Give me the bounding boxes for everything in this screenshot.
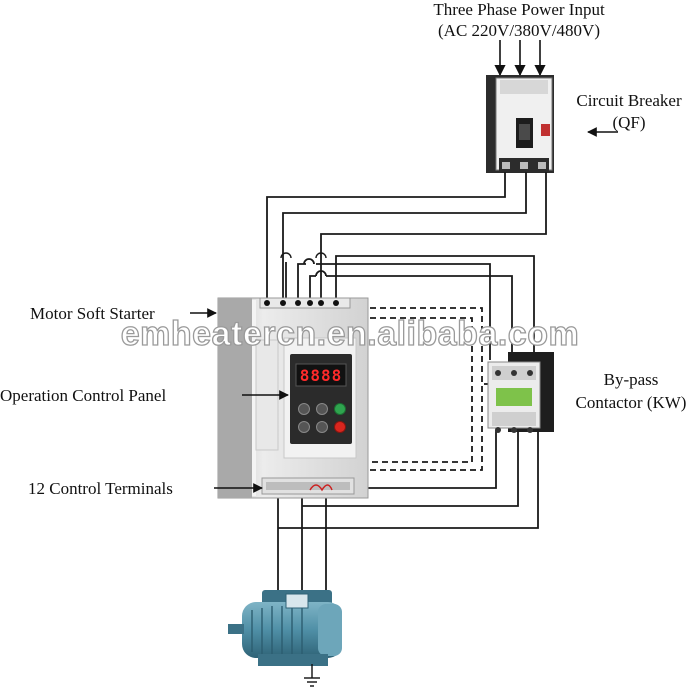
bypass-contactor-label: Contactor (KW) xyxy=(576,393,687,412)
power-input-title: Three Phase Power Input xyxy=(433,0,605,19)
panel-button-1 xyxy=(298,403,310,415)
motor-soft-starter: 8888 xyxy=(217,297,369,499)
stop-button xyxy=(334,421,346,433)
power-input-arrows xyxy=(494,40,546,77)
ground-symbol xyxy=(304,664,320,687)
bypass-label: By-pass xyxy=(604,370,659,389)
power-input-voltage: (AC 220V/380V/480V) xyxy=(438,21,600,40)
display-readout: 8888 xyxy=(300,366,343,385)
label-arrows xyxy=(190,308,289,493)
run-button xyxy=(334,403,346,415)
input-terminals xyxy=(259,297,351,309)
control-terminal-strip xyxy=(261,477,355,495)
power-wires xyxy=(266,172,547,600)
circuit-breaker xyxy=(486,75,554,173)
breaker-label: Circuit Breaker xyxy=(576,91,682,110)
control-panel-label: Operation Control Panel xyxy=(0,386,166,405)
panel-button-2 xyxy=(316,403,328,415)
watermark: emheatercn.en.alibaba.com xyxy=(121,315,579,353)
control-terminals-label: 12 Control Terminals xyxy=(28,479,173,498)
panel-button-3 xyxy=(298,421,310,433)
breaker-code: (QF) xyxy=(612,113,645,132)
motor xyxy=(228,590,342,666)
operation-control-panel: 8888 xyxy=(290,354,352,444)
soft-starter-label: Motor Soft Starter xyxy=(30,304,155,323)
panel-button-4 xyxy=(316,421,328,433)
bypass-contactor xyxy=(487,352,554,433)
